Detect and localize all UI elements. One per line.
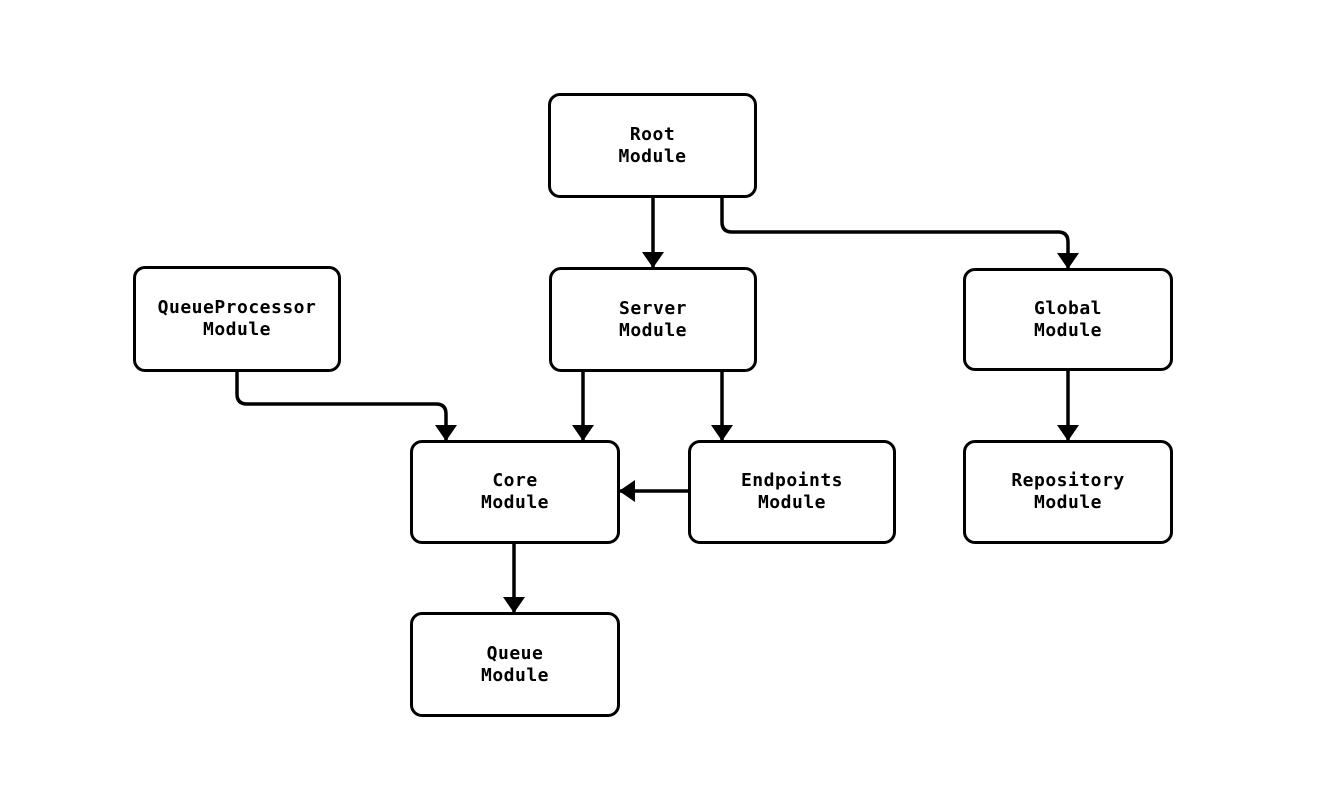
node-label-line1: Global <box>1033 297 1103 319</box>
node-label-line1: Server <box>618 297 688 319</box>
node-label: Endpoints Module <box>741 470 843 514</box>
node-core-module: Core Module <box>410 440 620 544</box>
node-label-line2: Module <box>757 492 826 513</box>
edge-queueprocessor-module-to-core-module <box>235 372 457 441</box>
node-repository-module: Repository Module <box>963 440 1173 544</box>
node-label-line2: Module <box>480 492 550 513</box>
node-label: QueueProcessor Module <box>158 297 317 341</box>
node-server-module: Server Module <box>549 267 757 372</box>
node-label-line2: Module <box>1033 492 1103 513</box>
node-label-line2: Module <box>202 319 272 340</box>
node-label-line1: Queue <box>486 642 544 664</box>
node-endpoints-module: Endpoints Module <box>688 440 896 544</box>
node-label: Core Module <box>481 470 549 514</box>
edge-root-module-to-global-module <box>720 198 1079 269</box>
node-queue-module: Queue Module <box>410 612 620 717</box>
node-label-line1: QueueProcessor <box>157 297 317 318</box>
node-label-line1: Core <box>492 470 538 491</box>
node-label-line2: Module <box>618 145 687 167</box>
node-label: Queue Module <box>481 643 549 687</box>
node-label: Root Module <box>618 124 686 168</box>
node-label-line2: Module <box>618 319 688 341</box>
node-label-line2: Module <box>1033 319 1103 341</box>
node-label: Global Module <box>1034 298 1102 342</box>
node-label: Server Module <box>619 298 687 342</box>
node-root-module: Root Module <box>548 93 757 198</box>
node-label-line1: Endpoints <box>740 470 844 491</box>
node-global-module: Global Module <box>963 268 1173 371</box>
node-label-line1: Root <box>629 123 676 145</box>
node-label-line1: Repository <box>1011 470 1125 491</box>
node-label: Repository Module <box>1011 470 1124 514</box>
node-queueprocessor-module: QueueProcessor Module <box>133 266 341 372</box>
node-label-line2: Module <box>480 664 550 686</box>
